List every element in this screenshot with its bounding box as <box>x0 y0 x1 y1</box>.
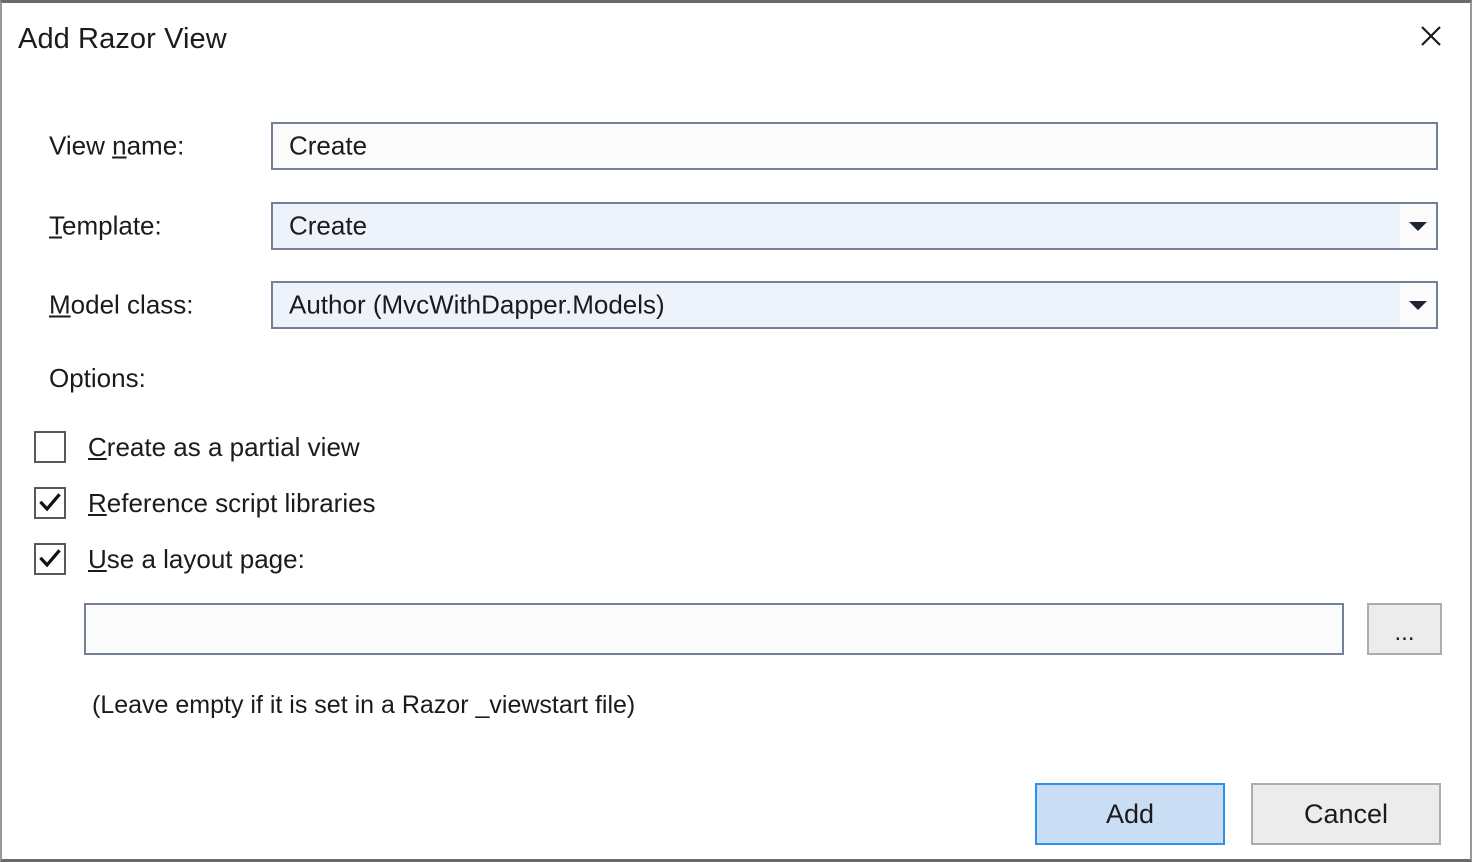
template-dropdown[interactable]: Create <box>271 202 1438 250</box>
model-class-label: Model class: <box>49 289 194 320</box>
browse-button[interactable]: ... <box>1367 603 1442 655</box>
layout-page-hint: (Leave empty if it is set in a Razor _vi… <box>92 691 636 719</box>
cancel-button[interactable]: Cancel <box>1251 783 1441 845</box>
model-class-row: Model class: Author (MvcWithDapper.Model… <box>2 281 1470 329</box>
checkbox-reference-script-libraries[interactable]: Reference script libraries <box>34 486 376 520</box>
template-row: Template: Create <box>2 202 1470 250</box>
checkbox-label: Reference script libraries <box>88 487 376 518</box>
template-label: Template: <box>49 210 162 241</box>
model-class-dropdown-button[interactable] <box>1400 283 1436 327</box>
checkbox-box <box>34 487 66 519</box>
close-icon <box>1420 25 1442 47</box>
dialog-title: Add Razor View <box>18 23 227 55</box>
layout-page-input[interactable] <box>84 603 1344 655</box>
checkbox-label: Use a layout page: <box>88 543 305 574</box>
dialog-titlebar: Add Razor View <box>2 3 1470 81</box>
model-class-value: Author (MvcWithDapper.Models) <box>289 289 665 320</box>
checkbox-box <box>34 431 66 463</box>
checkbox-label: Create as a partial view <box>88 431 360 462</box>
add-button[interactable]: Add <box>1035 783 1225 845</box>
checkbox-box <box>34 543 66 575</box>
options-heading: Options: <box>49 363 146 393</box>
close-button[interactable] <box>1400 9 1462 63</box>
checkbox-use-layout-page[interactable]: Use a layout page: <box>34 542 305 576</box>
view-name-row: View name: Create <box>2 122 1470 170</box>
chevron-down-icon <box>1409 300 1427 310</box>
view-name-label: View name: <box>49 130 185 161</box>
template-value: Create <box>289 210 368 241</box>
chevron-down-icon <box>1409 221 1427 231</box>
checkbox-create-partial-view[interactable]: Create as a partial view <box>34 430 360 464</box>
model-class-dropdown[interactable]: Author (MvcWithDapper.Models) <box>271 281 1438 329</box>
template-dropdown-button[interactable] <box>1400 204 1436 248</box>
view-name-value: Create <box>289 130 368 161</box>
view-name-input[interactable]: Create <box>271 122 1438 170</box>
